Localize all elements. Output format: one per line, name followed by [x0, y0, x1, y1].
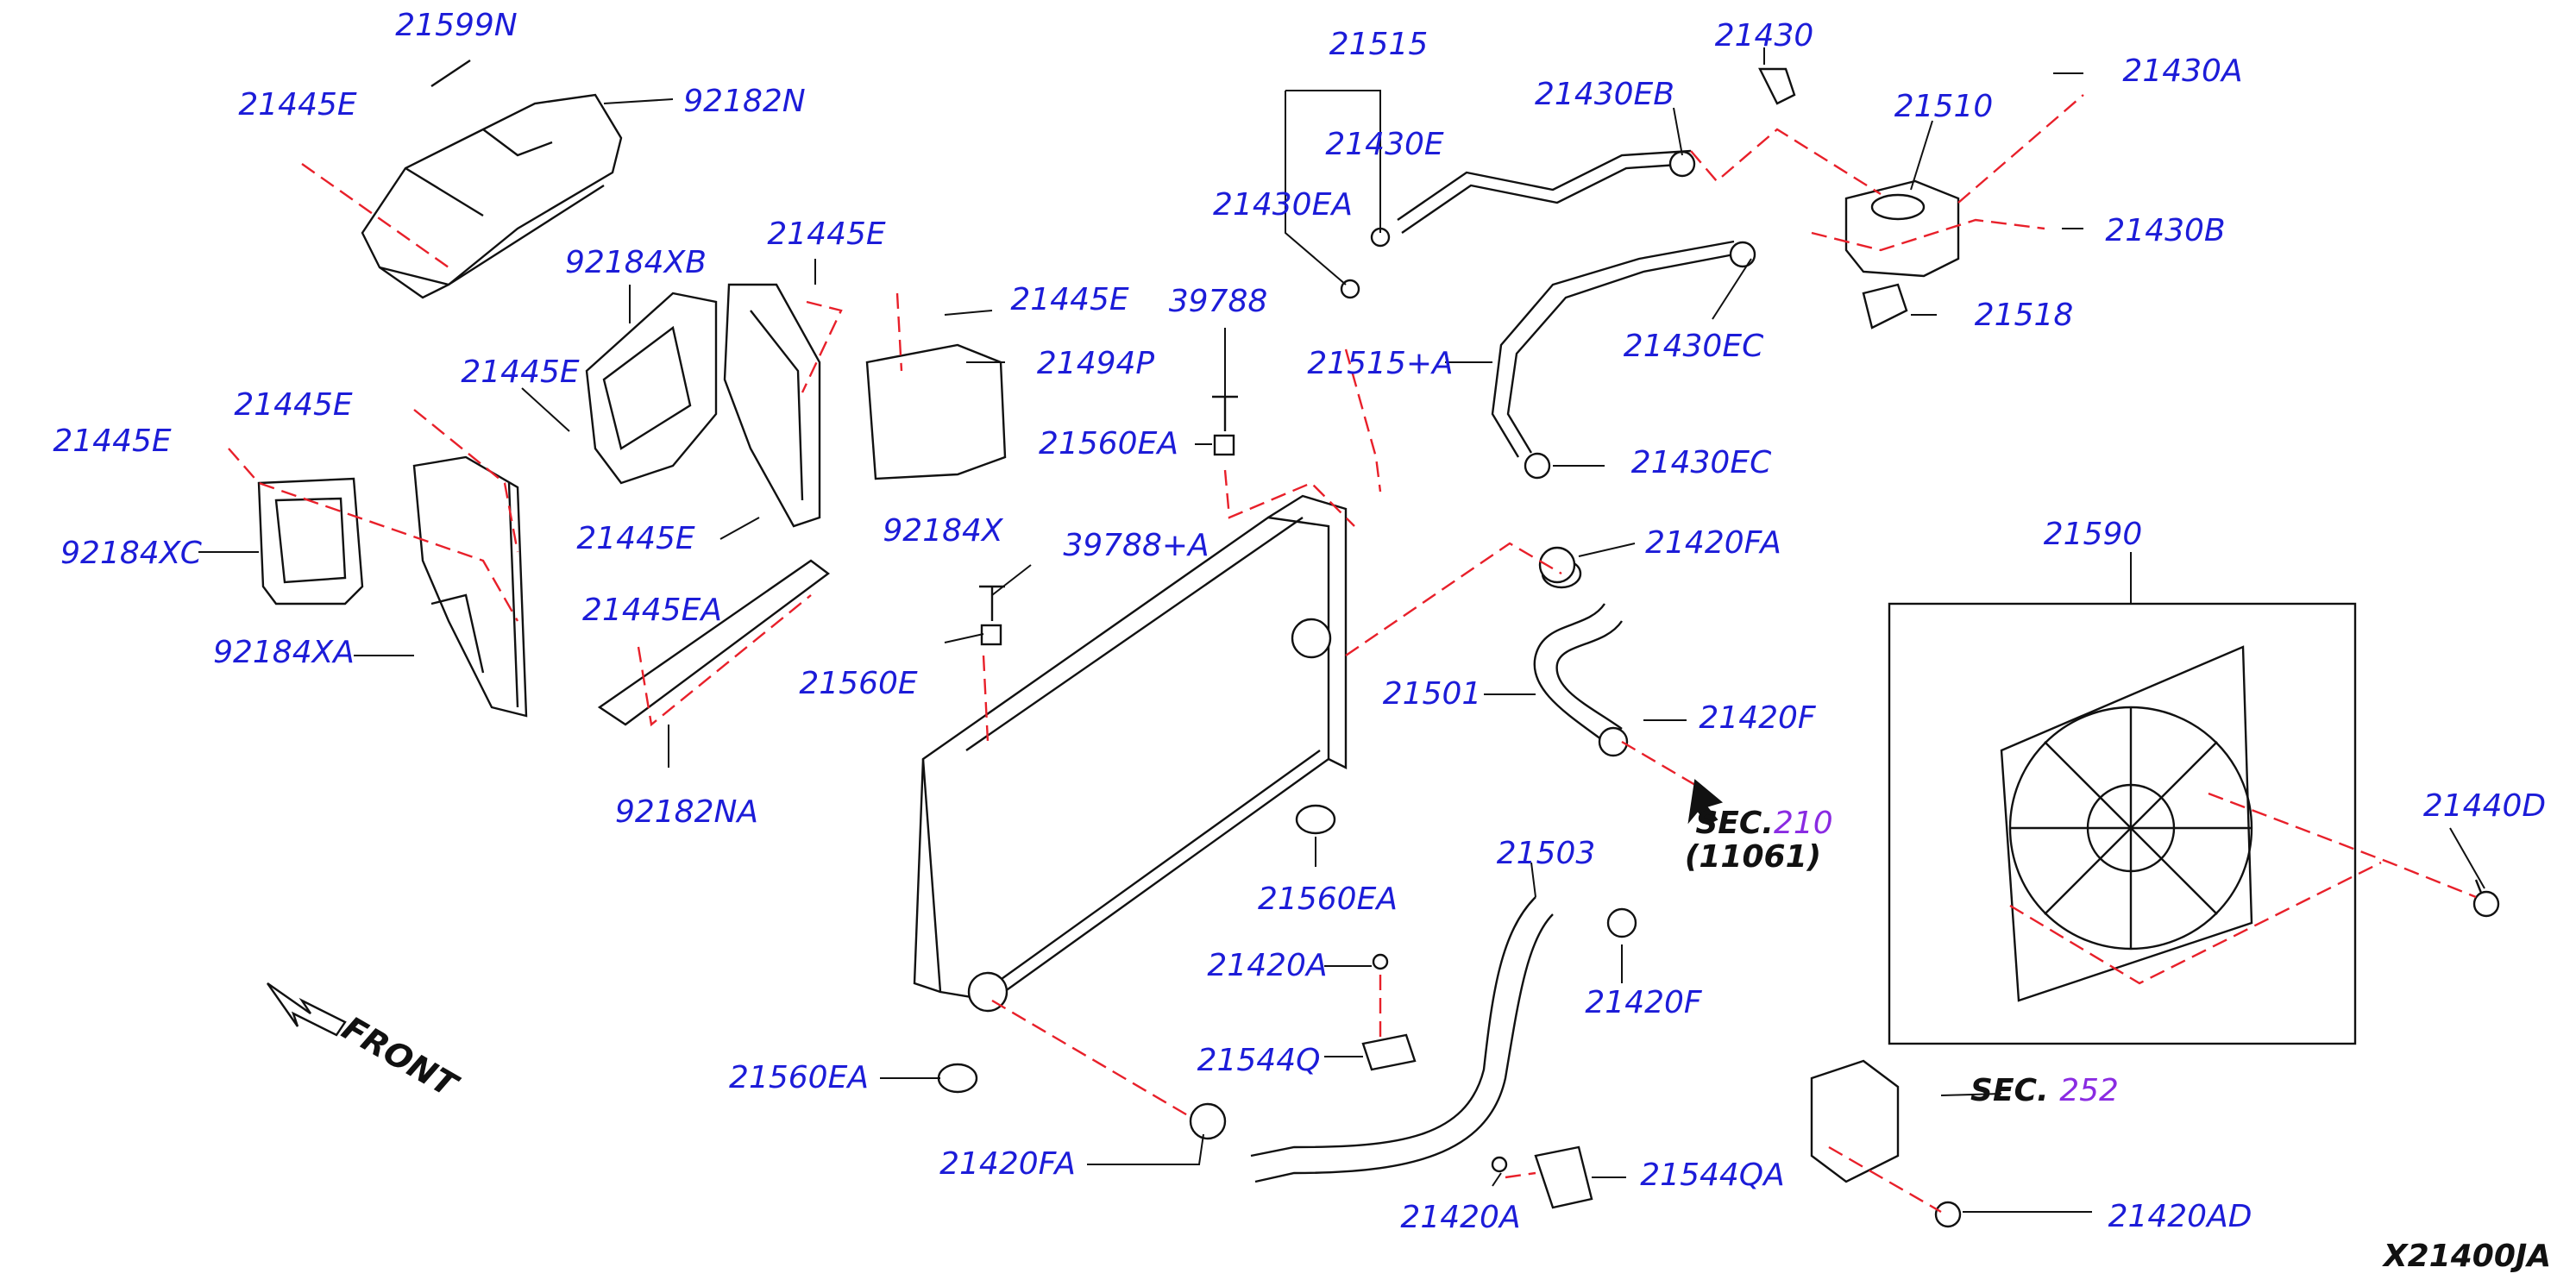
label-21501: 21501 — [1382, 676, 1482, 712]
label-21445E-6: 21445E — [53, 424, 172, 459]
label-21420F-2: 21420F — [1585, 985, 1702, 1020]
label-21494P: 21494P — [1036, 346, 1155, 381]
label-21420A-1: 21420A — [1207, 948, 1328, 983]
label-21420FA-1: 21420FA — [1645, 525, 1781, 561]
label-21430EC-2: 21430EC — [1630, 445, 1772, 480]
label-21560EA-1: 21560EA — [1039, 426, 1178, 461]
section-ref-252: SEC. 252 — [1970, 1076, 2119, 1107]
label-21599N: 21599N — [395, 8, 518, 43]
bracket-21544Q — [1361, 1033, 1417, 1071]
label-21445E-2: 21445E — [767, 216, 886, 252]
fan-control-module — [1810, 1059, 1900, 1183]
label-21445E-5: 21445E — [234, 387, 353, 423]
sec-arrow — [1687, 779, 1724, 825]
label-21445E-3: 21445E — [1010, 282, 1129, 317]
label-21420F-1: 21420F — [1699, 700, 1816, 736]
alignment-lines — [228, 94, 2477, 1214]
section-ref-210: SEC.210 — [1695, 808, 1832, 839]
leader-lines — [198, 47, 2485, 1213]
fan-shroud-21590 — [2000, 645, 2253, 1002]
fan-assembly-box — [1888, 602, 2357, 1045]
diagram-code: X21400JA — [2383, 1239, 2552, 1274]
bracket-21544QA — [1534, 1145, 1593, 1209]
grommets — [937, 434, 1336, 1094]
label-92184X: 92184X — [883, 513, 1003, 549]
front-arrow-icon — [267, 982, 347, 1037]
label-21445E-4: 21445E — [461, 355, 580, 390]
reservoir-hose-21515 — [1397, 149, 1692, 234]
label-21430EC-1: 21430EC — [1623, 329, 1764, 364]
reservoir-hose-21515A — [1491, 240, 1735, 458]
section-number-252: 252 — [2059, 1073, 2119, 1108]
section-prefix-1: SEC. — [1695, 806, 1774, 841]
bracket-92184X — [723, 283, 821, 528]
label-21430B: 21430B — [2105, 213, 2226, 248]
label-92184XC: 92184XC — [60, 536, 202, 571]
label-21560EA-2: 21560EA — [1258, 882, 1398, 917]
label-21544QA: 21544QA — [1640, 1158, 1785, 1193]
label-21445E-7: 21445E — [576, 521, 695, 556]
label-21503: 21503 — [1496, 836, 1596, 871]
label-21510: 21510 — [1894, 89, 1994, 124]
label-21420AD: 21420AD — [2108, 1199, 2252, 1234]
label-21515A: 21515+A — [1307, 346, 1454, 381]
label-21445E-1: 21445E — [238, 87, 357, 122]
section-subref-11061: (11061) — [1684, 839, 1822, 875]
reservoir-tank-21510 — [1758, 67, 1960, 329]
side-shroud-92184XA — [412, 455, 528, 718]
label-21590: 21590 — [2043, 517, 2143, 552]
clamps — [1189, 150, 1756, 1140]
upper-shroud-cover — [361, 60, 623, 299]
lower-seal-92182NA — [597, 559, 831, 726]
upper-hose-21501 — [1533, 558, 1623, 743]
label-21440D: 21440D — [2422, 788, 2547, 824]
label-92182N: 92182N — [683, 84, 806, 119]
label-39788: 39788 — [1168, 284, 1268, 319]
label-21445EA: 21445EA — [582, 593, 722, 628]
label-21430A: 21430A — [2122, 53, 2243, 89]
side-shroud-92184XC — [257, 477, 364, 605]
label-92182NA: 92182NA — [614, 794, 759, 830]
section-number-210: 210 — [1773, 806, 1833, 841]
label-92184XA: 92184XA — [213, 635, 355, 670]
label-21518: 21518 — [1974, 298, 2074, 333]
label-21560EA-3: 21560EA — [729, 1060, 869, 1095]
bolts — [979, 395, 2500, 1228]
section-prefix-2: SEC. — [1970, 1073, 2049, 1108]
label-21430EA: 21430EA — [1213, 187, 1353, 223]
label-21430E: 21430E — [1325, 127, 1444, 162]
label-21544Q: 21544Q — [1197, 1043, 1321, 1078]
label-21560E: 21560E — [799, 666, 918, 701]
label-92184XB: 92184XB — [565, 245, 707, 280]
label-39788A: 39788+A — [1063, 528, 1209, 563]
bracket-92184XB — [585, 292, 718, 485]
lower-hose-21503 — [1250, 896, 1554, 1183]
label-21515: 21515 — [1329, 27, 1429, 62]
label-21430: 21430 — [1714, 18, 1814, 53]
label-21420FA-2: 21420FA — [939, 1146, 1076, 1182]
radiator — [913, 494, 1348, 1013]
seal-21494P — [865, 343, 1007, 480]
label-21430EB: 21430EB — [1535, 77, 1674, 112]
label-21420A-2: 21420A — [1400, 1200, 1521, 1235]
